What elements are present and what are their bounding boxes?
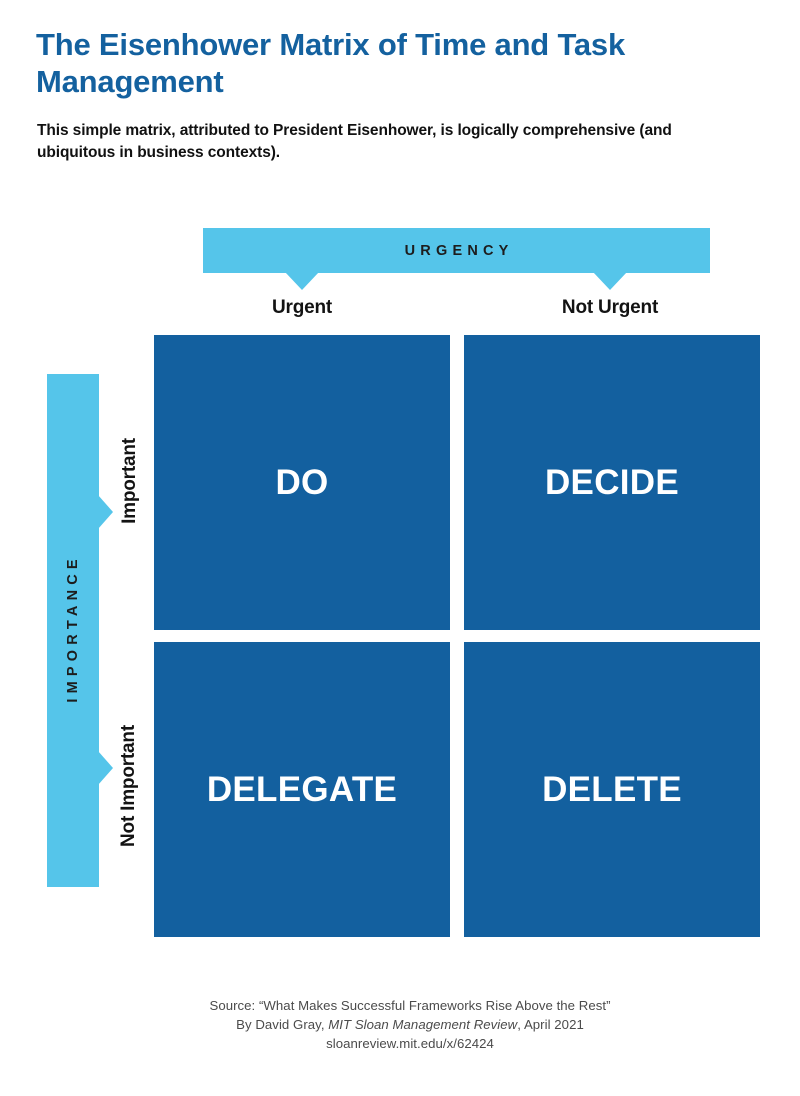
urgency-axis-title: URGENCY — [404, 242, 514, 259]
column-label-urgent: Urgent — [271, 297, 333, 318]
quadrant-label-delegate: DELEGATE — [206, 769, 398, 809]
chevron-down-icon-urgent — [285, 272, 319, 290]
quadrant-decide[interactable]: DECIDE — [464, 335, 760, 630]
column-label-not-urgent: Not Urgent — [561, 297, 659, 318]
quadrant-delegate[interactable]: DELEGATE — [154, 642, 450, 937]
chevron-right-icon-important — [98, 495, 113, 529]
importance-axis-title: IMPORTANCE — [65, 553, 81, 703]
quadrant-label-delete: DELETE — [542, 769, 682, 809]
source-line-author: By David Gray, MIT Sloan Management Revi… — [100, 1015, 720, 1034]
source-date-suffix: , April 2021 — [517, 1017, 584, 1033]
quadrant-label-do: DO — [275, 462, 329, 502]
source-credit: Source: “What Makes Successful Framework… — [100, 996, 720, 1053]
urgency-axis-bar: URGENCY — [203, 228, 710, 273]
row-label-important: Important — [119, 438, 140, 524]
source-line-url[interactable]: sloanreview.mit.edu/x/62424 — [326, 1036, 494, 1052]
row-label-not-important: Not Important — [118, 725, 139, 847]
page-subtitle: This simple matrix, attributed to Presid… — [37, 122, 672, 161]
importance-axis-bar: IMPORTANCE — [47, 374, 99, 887]
chevron-down-icon-not-urgent — [593, 272, 627, 290]
source-line-title: Source: “What Makes Successful Framework… — [209, 998, 611, 1013]
source-author-prefix: By David Gray, — [236, 1017, 329, 1033]
source-publication: MIT Sloan Management Review — [328, 1017, 518, 1033]
quadrant-label-decide: DECIDE — [544, 462, 680, 502]
chevron-right-icon-not-important — [98, 751, 113, 785]
quadrant-do[interactable]: DO — [154, 335, 450, 630]
quadrant-delete[interactable]: DELETE — [464, 642, 760, 937]
page-title: The Eisenhower Matrix of Time and Task M… — [36, 27, 626, 100]
